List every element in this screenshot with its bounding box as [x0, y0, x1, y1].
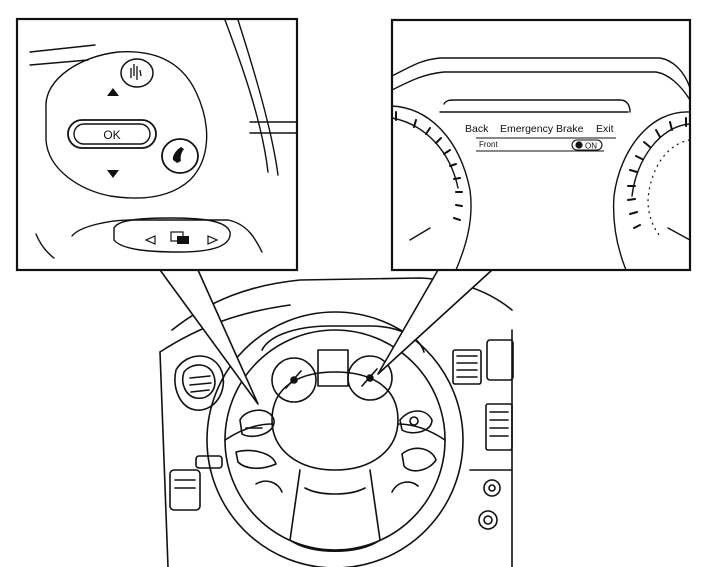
callout-meter-display: Back Emergency Brake Exit Front ON [390, 18, 692, 272]
triangle-right-outline-icon[interactable] [207, 235, 219, 245]
exit-label[interactable]: Exit [596, 123, 614, 135]
ok-button[interactable]: OK [67, 119, 157, 149]
display-switch-icon[interactable] [170, 231, 189, 244]
steering-wheel [206, 311, 464, 567]
triangle-down-icon[interactable] [107, 170, 119, 178]
front-item-label: Front [479, 140, 498, 149]
triangle-left-outline-icon[interactable] [144, 235, 156, 245]
toggle-indicator-icon [575, 141, 583, 149]
ok-button-label: OK [103, 128, 120, 142]
left-air-vent [174, 355, 225, 411]
front-on-toggle[interactable]: ON [571, 139, 603, 151]
lower-switch-pod [113, 217, 231, 253]
phone-icon [172, 147, 184, 163]
voice-command-icon [130, 64, 142, 80]
toggle-state-label: ON [585, 142, 597, 151]
center-console [452, 339, 514, 530]
left-lower-controls [169, 455, 223, 511]
back-label[interactable]: Back [465, 123, 489, 135]
triangle-up-icon[interactable] [107, 88, 119, 96]
callout-steering-switches: OK [15, 17, 299, 272]
right-gauge-minor-ticks [647, 139, 691, 237]
dashboard-illustration [159, 277, 514, 567]
left-gauge-ticks [395, 111, 463, 221]
switch-pod [45, 51, 208, 199]
emergency-brake-title: Emergency Brake [500, 123, 584, 135]
phone-button[interactable] [161, 138, 199, 174]
voice-command-button[interactable] [120, 58, 154, 88]
right-gauge-ticks [627, 117, 687, 229]
